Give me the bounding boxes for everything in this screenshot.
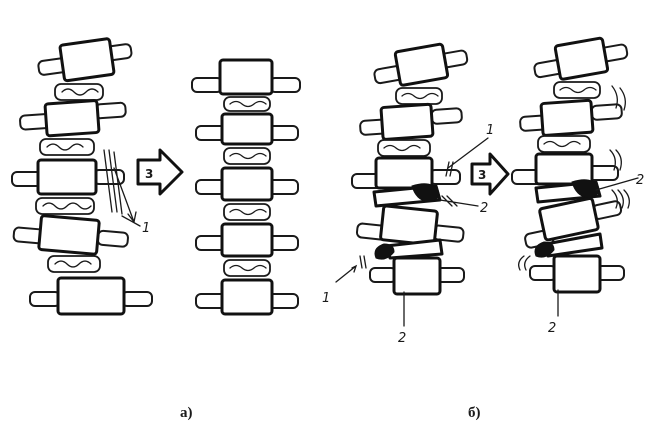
label-2-right-bottom: 2 [548,321,556,336]
label-2-bottom: 2 [398,331,406,346]
disc-herniation [534,179,602,204]
vertebra [29,276,153,316]
label-1-bottom: 1 [322,291,330,306]
vertebra [195,166,299,202]
vertebra [355,204,465,247]
spine-straight-a [191,58,301,316]
disc [39,138,95,156]
vertebra [359,102,463,141]
disc [47,255,101,273]
vertebra [195,278,299,316]
vertebra [519,98,623,137]
vertebra [369,256,465,296]
disc-herniation [374,238,444,260]
label-2-mid: 2 [480,201,488,216]
disc [395,87,443,105]
arrow-a: 3 [136,148,184,196]
vertebra [195,222,299,258]
spine-curved-b-right: 2 2 [511,36,644,336]
disc [223,96,271,112]
vertebra [191,58,301,96]
arrow-b: 3 [470,152,510,196]
vertebra [195,112,299,146]
label-1-top: 1 [486,123,494,138]
spine-curved-b: 1 2 1 2 [322,42,494,346]
disc [223,203,271,221]
disc [223,259,271,277]
vertebra [37,37,133,83]
vertebra [529,254,625,294]
arrow-a-label: 3 [145,167,153,181]
label-1: 1 [142,221,150,236]
vertebra [373,42,469,87]
disc [377,139,431,157]
caption-a: а) [180,405,193,421]
caption-b: б) [468,405,481,421]
vertebra [12,214,129,256]
disc [537,135,591,153]
vertebra [11,158,125,196]
disc [35,197,95,215]
label-2-right-mid: 2 [636,173,644,188]
disc [54,83,104,101]
disc [553,81,601,99]
disc [223,147,271,165]
vertebra [533,36,629,81]
vertebra [351,156,461,190]
vertebra [19,99,127,138]
arrow-b-label: 3 [478,168,486,182]
spine-curved-a: 1 [11,37,153,316]
disc-herniation [534,232,604,258]
vertebra [511,152,619,186]
